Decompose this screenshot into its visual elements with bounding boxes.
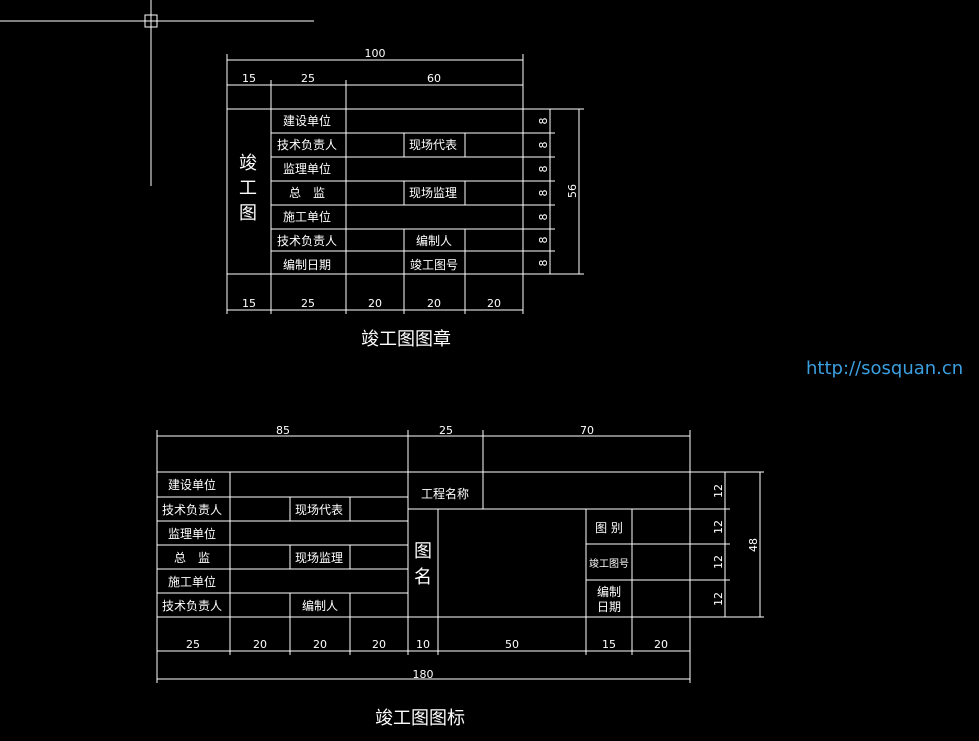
side-label-char: 图: [239, 203, 257, 224]
dim-15: 15: [602, 638, 616, 651]
dim-25: 25: [439, 424, 453, 437]
dim-total-height: 48: [747, 538, 760, 552]
dim-row-h: 8: [537, 190, 550, 197]
top-stamp: 100 15 25 60 竣 工 图 建设单位 技术负责人 监理单位 总 监 施…: [239, 47, 579, 350]
crosshair-cursor-icon: [0, 0, 314, 186]
dim-20: 20: [654, 638, 668, 651]
dim-row-h: 8: [537, 260, 550, 267]
row-label: 监理单位: [168, 526, 216, 541]
bottom-block-lines: [156, 430, 764, 683]
dim-20: 20: [368, 297, 382, 310]
dim-row-h: 12: [712, 520, 725, 534]
mid-label: 编制人: [416, 233, 452, 248]
dim-row-h: 12: [712, 555, 725, 569]
dim-row-h: 8: [537, 237, 550, 244]
row-label: 技术负责人: [162, 503, 222, 517]
dim-85: 85: [276, 424, 290, 437]
dim-25: 25: [301, 72, 315, 85]
dim-20: 20: [372, 638, 386, 651]
drawing-name-char: 图: [414, 541, 432, 562]
dim-15: 15: [242, 72, 256, 85]
drawing-type-label: 图 别: [595, 521, 623, 535]
dim-25: 25: [301, 297, 315, 310]
dim-20: 20: [253, 638, 267, 651]
row-label: 编制日期: [283, 257, 331, 272]
dim-10: 10: [416, 638, 430, 651]
mid-label: 现场代表: [409, 138, 457, 152]
mid-label: 现场监理: [409, 186, 457, 200]
bottom-block-title: 竣工图图标: [375, 708, 465, 729]
row-label: 总 监: [289, 186, 325, 200]
project-name-label: 工程名称: [421, 486, 469, 501]
side-label-char: 竣: [239, 153, 257, 174]
dim-70: 70: [580, 424, 594, 437]
row-label: 总 监: [174, 551, 210, 565]
dim-row-h: 8: [537, 118, 550, 125]
dim-20: 20: [427, 297, 441, 310]
mid-label: 现场代表: [295, 503, 343, 517]
row-label: 监理单位: [283, 161, 331, 176]
dim-15: 15: [242, 297, 256, 310]
mid-label: 竣工图号: [410, 257, 458, 272]
dim-total-width: 100: [365, 47, 386, 60]
top-stamp-lines: [226, 54, 584, 314]
row-label: 技术负责人: [277, 234, 337, 248]
watermark-url[interactable]: http://sosquan.cn: [806, 358, 964, 379]
row-label: 施工单位: [283, 209, 331, 224]
side-label-char: 工: [239, 178, 257, 199]
row-label: 技术负责人: [277, 138, 337, 152]
dim-total-height: 56: [566, 184, 579, 198]
dim-50: 50: [505, 638, 519, 651]
dim-20: 20: [313, 638, 327, 651]
row-label: 建设单位: [283, 113, 331, 128]
bottom-block: 85 25 70 建设单位 技术负责人 监理单位 总 监 施工单位 技术负责人 …: [162, 424, 760, 729]
row-label: 技术负责人: [162, 599, 222, 613]
dim-20: 20: [487, 297, 501, 310]
completion-no-label: 竣工图号: [589, 557, 629, 570]
dim-25: 25: [186, 638, 200, 651]
drawing-name-char: 名: [414, 567, 432, 588]
mid-label: 现场监理: [295, 551, 343, 565]
prepare-date-label: 编制: [597, 584, 621, 599]
dim-60: 60: [427, 72, 441, 85]
dim-row-h: 12: [712, 592, 725, 606]
dim-row-h: 8: [537, 166, 550, 173]
dim-row-h: 12: [712, 484, 725, 498]
row-label: 建设单位: [168, 477, 216, 492]
top-stamp-title: 竣工图图章: [361, 329, 451, 350]
prepare-date-label: 日期: [597, 600, 621, 614]
row-label: 施工单位: [168, 574, 216, 589]
dim-row-h: 8: [537, 214, 550, 221]
mid-label: 编制人: [302, 598, 338, 613]
dim-total-width: 180: [413, 668, 434, 681]
dim-row-h: 8: [537, 142, 550, 149]
